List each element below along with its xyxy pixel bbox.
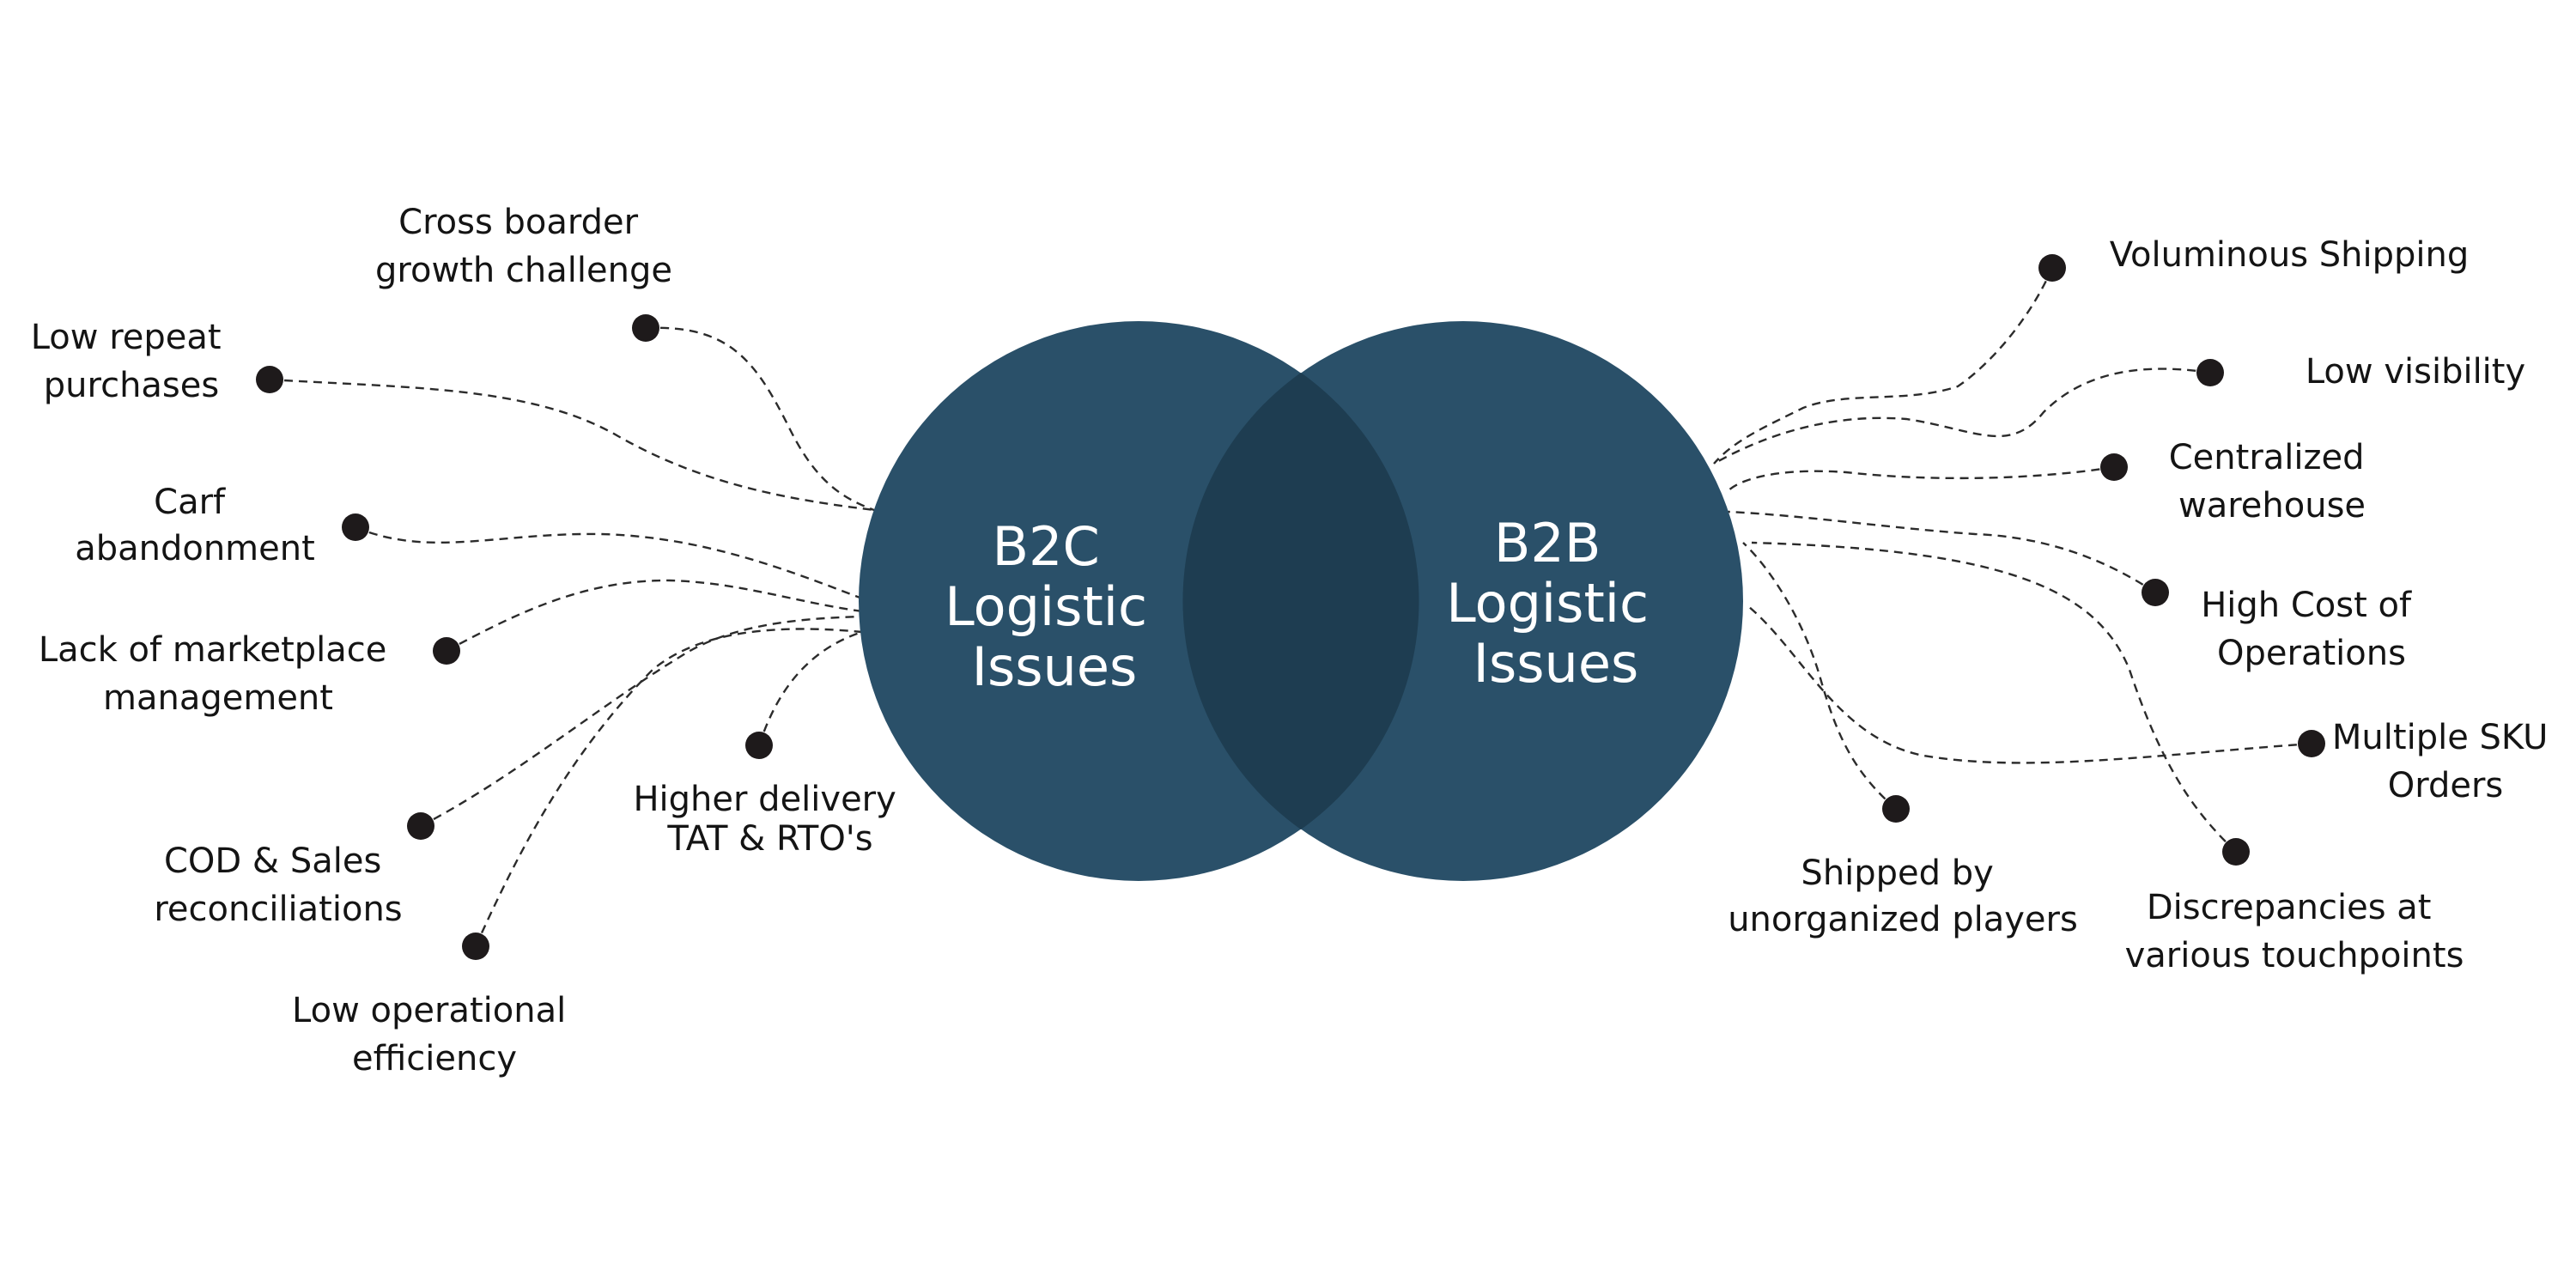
dot-low-repeat: [256, 366, 283, 393]
connector-voluminous: [1713, 267, 2054, 465]
b2c-title-line: Logistic: [945, 575, 1147, 638]
label-line: Cross boarder: [398, 203, 638, 242]
connector-visibility: [1713, 368, 2211, 465]
label-line: purchases: [44, 366, 219, 405]
label-line: reconciliations: [154, 890, 402, 929]
dot-marketplace: [433, 637, 460, 665]
connector-delivery-tat: [757, 630, 863, 746]
label-discrepancies: Discrepancies at various touchpoints: [2125, 888, 2464, 975]
connector-cross-border: [645, 326, 875, 512]
label-line: Lack of marketplace: [39, 630, 387, 670]
label-cost: High Cost of Operations: [2201, 586, 2422, 673]
label-line: Operations: [2217, 634, 2406, 673]
dot-warehouse: [2100, 453, 2128, 481]
label-cross-border: Cross boarder growth challenge: [375, 203, 672, 290]
dot-discrepancies: [2222, 838, 2250, 866]
connector-lines: [269, 267, 2312, 947]
dot-visibility: [2196, 359, 2224, 386]
label-unorganized: Shipped by unorganized players: [1728, 854, 2078, 939]
dot-delivery-tat: [745, 732, 773, 759]
label-visibility: Low visibility: [2306, 352, 2525, 392]
label-line: Higher delivery: [633, 780, 896, 819]
b2c-title: B2C Logistic Issues: [945, 515, 1164, 698]
label-line: TAT & RTO's: [666, 819, 872, 859]
label-line: Orders: [2388, 766, 2504, 805]
label-voluminous: Voluminous Shipping: [2110, 235, 2470, 275]
dot-operational: [462, 933, 489, 960]
label-multi-sku: Multiple SKU Orders: [2332, 718, 2559, 805]
dot-voluminous: [2038, 254, 2066, 282]
label-line: efficiency: [352, 1039, 517, 1078]
label-line: growth challenge: [375, 251, 672, 290]
issue-dots: [256, 254, 2325, 960]
dot-multi-sku: [2298, 730, 2325, 757]
label-line: unorganized players: [1728, 900, 2078, 939]
dot-cross-border: [632, 314, 659, 342]
circle-titles: B2C Logistic Issues B2B Logistic Issues: [945, 512, 1666, 698]
label-line: COD & Sales: [164, 841, 381, 881]
venn-overlap: [1182, 373, 1419, 829]
label-line: warehouse: [2178, 486, 2366, 526]
label-line: Discrepancies at: [2147, 888, 2432, 927]
connector-marketplace: [446, 579, 863, 653]
label-line: Shipped by: [1801, 854, 1993, 893]
b2c-title-line: B2C: [993, 515, 1100, 578]
b2c-title-line: Issues: [972, 635, 1138, 698]
connector-low-repeat: [269, 378, 875, 512]
label-line: Low operational: [292, 991, 566, 1030]
b2b-title: B2B Logistic Issues: [1446, 512, 1666, 695]
label-line: management: [103, 678, 333, 718]
connector-unorganized: [1742, 542, 1897, 810]
connector-warehouse: [1727, 465, 2115, 492]
issue-labels: Cross boarder growth challenge Low repea…: [31, 203, 2559, 1078]
label-cod: COD & Sales reconciliations: [154, 841, 402, 929]
connector-operational: [474, 628, 863, 947]
label-delivery-tat: Higher delivery TAT & RTO's: [633, 780, 907, 859]
label-low-repeat: Low repeat purchases: [31, 318, 233, 405]
label-cart-abandonment: Carf abandonment: [75, 483, 315, 568]
b2b-title-line: Logistic: [1446, 572, 1649, 635]
b2b-title-line: B2B: [1494, 512, 1601, 574]
label-marketplace: Lack of marketplace management: [39, 630, 398, 718]
label-operational: Low operational efficiency: [292, 991, 577, 1078]
b2b-title-line: Issues: [1473, 632, 1639, 695]
connector-multi-sku: [1747, 605, 2312, 764]
dot-cost: [2142, 579, 2169, 606]
dot-unorganized: [1882, 795, 1910, 823]
label-warehouse: Centralized warehouse: [2169, 438, 2375, 526]
connector-cost: [1727, 510, 2156, 593]
connector-cart-abandonment: [355, 526, 863, 600]
label-line: Carf: [154, 483, 226, 522]
label-line: High Cost of: [2201, 586, 2412, 625]
label-line: Voluminous Shipping: [2110, 235, 2470, 275]
dot-cod: [407, 812, 434, 840]
venn-circles: [859, 321, 1743, 881]
connector-discrepancies: [1751, 541, 2237, 853]
label-line: Low visibility: [2306, 352, 2525, 392]
label-line: Centralized: [2169, 438, 2365, 477]
label-line: Low repeat: [31, 318, 222, 357]
dot-cart-abandonment: [342, 513, 369, 541]
label-line: abandonment: [75, 529, 315, 568]
label-line: Multiple SKU: [2332, 718, 2548, 757]
connector-cod: [420, 615, 863, 828]
label-line: various touchpoints: [2125, 936, 2464, 975]
